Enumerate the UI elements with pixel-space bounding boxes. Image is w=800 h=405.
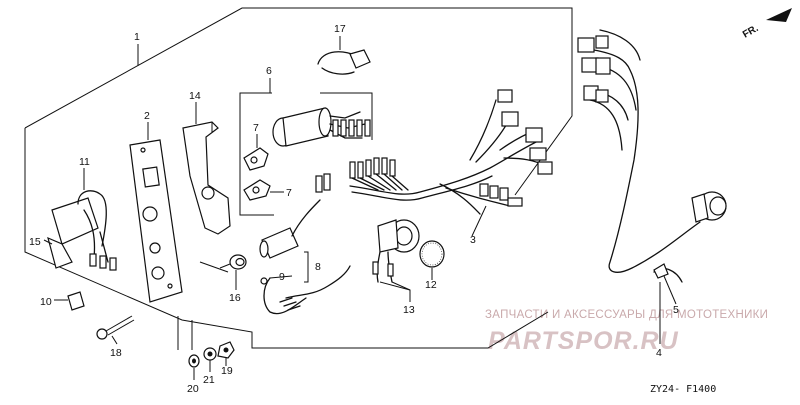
direction-label: FR. bbox=[741, 23, 761, 41]
main-wire-harness bbox=[349, 89, 553, 215]
switch-panel-plate bbox=[129, 139, 183, 303]
watermark-brand: PARTSPOR.RU bbox=[488, 327, 679, 355]
cable-clamp-band bbox=[317, 49, 371, 75]
callout-1: 1 bbox=[134, 31, 140, 43]
wire-clip bbox=[67, 291, 85, 311]
grommet bbox=[229, 254, 247, 270]
leader-lines bbox=[43, 36, 677, 380]
mounting-bracket bbox=[182, 121, 231, 235]
callout-21: 21 bbox=[203, 374, 215, 386]
callout-13: 13 bbox=[403, 304, 415, 316]
callout-6: 6 bbox=[266, 65, 272, 77]
callout-18: 18 bbox=[110, 347, 122, 359]
watermark-tagline: ЗАПЧАСТИ И АКСЕССУАРЫ ДЛЯ МОТОТЕХНИКИ bbox=[485, 309, 768, 321]
callout-14: 14 bbox=[189, 90, 201, 102]
trim-switch bbox=[47, 190, 117, 271]
buzzer-cover bbox=[419, 240, 445, 268]
callout-20: 20 bbox=[187, 383, 199, 395]
callout-9: 9 bbox=[279, 271, 285, 283]
callout-5: 5 bbox=[673, 304, 679, 316]
warning-buzzer bbox=[372, 219, 420, 283]
front-direction-arrow: FR. bbox=[741, 8, 792, 41]
callout-15: 15 bbox=[29, 236, 41, 248]
callout-7a: 7 bbox=[253, 122, 259, 134]
emergency-stop-switch bbox=[259, 173, 351, 315]
screw bbox=[96, 315, 135, 340]
callout-17: 17 bbox=[334, 23, 346, 35]
callout-11: 11 bbox=[79, 156, 90, 168]
callout-numbers: 1 2 3 4 5 6 7 7 8 9 10 11 12 13 14 15 16… bbox=[29, 23, 679, 395]
callout-8: 8 bbox=[315, 261, 321, 273]
callout-2: 2 bbox=[144, 110, 150, 122]
washers bbox=[188, 341, 235, 368]
figure-code: ZY24- F1400 bbox=[650, 384, 716, 395]
callout-12: 12 bbox=[425, 279, 437, 291]
callout-19: 19 bbox=[221, 365, 233, 377]
callout-10: 10 bbox=[40, 296, 52, 308]
callout-4: 4 bbox=[656, 347, 662, 359]
assembly-outline bbox=[24, 7, 573, 349]
sub-wire-harness bbox=[577, 29, 727, 283]
watermark: ЗАПЧАСТИ И АКСЕССУАРЫ ДЛЯ МОТОТЕХНИКИ PA… bbox=[485, 309, 768, 355]
main-switch-group bbox=[239, 92, 373, 216]
callout-16: 16 bbox=[229, 292, 241, 304]
callout-7b: 7 bbox=[286, 187, 292, 199]
callout-3: 3 bbox=[470, 234, 476, 246]
